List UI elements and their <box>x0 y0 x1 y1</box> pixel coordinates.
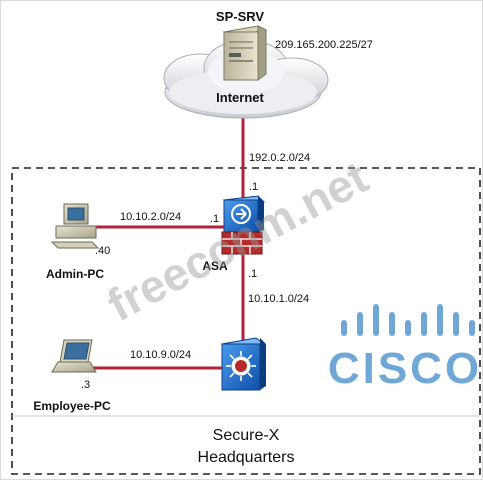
headquarters-boundary <box>11 167 481 475</box>
employee-pc-octet: .3 <box>81 379 90 391</box>
internet-label: Internet <box>216 90 264 105</box>
site-name-line1: Secure-X <box>213 427 280 444</box>
asa-name: ASA <box>202 259 228 273</box>
link-admin-network: 10.10.2.0/24 <box>120 211 181 223</box>
server-icon <box>222 25 268 81</box>
cisco-logo-text: CISCO <box>328 344 482 393</box>
site-name-line2: Headquarters <box>198 449 295 466</box>
employee-laptop-icon <box>51 339 97 373</box>
network-links <box>90 112 245 370</box>
cisco-logo-icon <box>341 304 475 336</box>
link-internet-network: 192.0.2.0/24 <box>249 152 310 164</box>
asa-outside-octet: .1 <box>249 181 258 193</box>
server-ip: 209.165.200.225/27 <box>275 39 373 51</box>
asa-admin-octet: .1 <box>210 213 219 225</box>
asa-inside-octet: .1 <box>248 268 257 280</box>
admin-pc-octet: .40 <box>95 245 110 257</box>
secure-switch-icon <box>220 337 266 391</box>
admin-pc-name: Admin-PC <box>46 267 104 281</box>
employee-pc-name: Employee-PC <box>33 399 111 413</box>
server-name: SP-SRV <box>216 9 264 24</box>
asa-firewall-icon <box>221 195 266 255</box>
link-switch-network: 10.10.1.0/24 <box>248 293 309 305</box>
admin-pc-icon <box>50 203 100 249</box>
watermark-text: freeccnm.net <box>99 151 376 331</box>
link-employee-network: 10.10.9.0/24 <box>130 349 191 361</box>
